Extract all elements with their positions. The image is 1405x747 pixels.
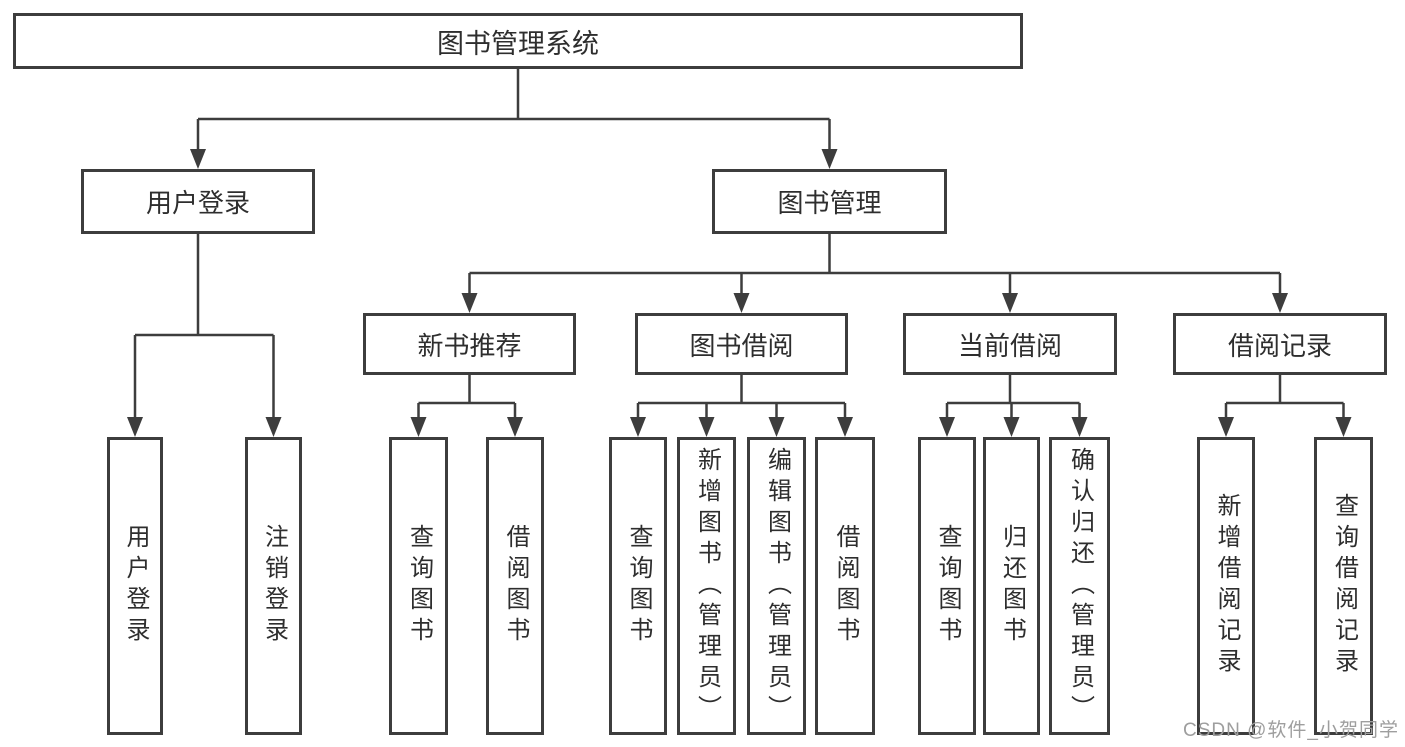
leaf-current-return-book: 归还图书: [983, 437, 1040, 735]
leaf-current-confirm-return-admin: 确认归还（管理员）: [1049, 437, 1110, 735]
node-book-management: 图书管理: [712, 169, 947, 234]
leaf-records-query-record: 查询借阅记录: [1314, 437, 1373, 735]
connector-root-to-level2: [196, 69, 831, 151]
leaf-label: 用户登录: [122, 524, 149, 648]
leaf-user-login: 用户登录: [107, 437, 163, 735]
node-current-borrowing: 当前借阅: [903, 313, 1117, 375]
connector-userlogin-to-leaves: [133, 234, 275, 419]
leaf-label: 编辑图书（管理员）: [763, 446, 791, 726]
node-user-login: 用户登录: [81, 169, 315, 234]
leaf-borrow-add-book-admin: 新增图书（管理员）: [677, 437, 736, 735]
node-book-borrowing: 图书借阅: [635, 313, 848, 375]
connector-currentborrow-to-leaves: [945, 375, 1081, 419]
node-library-management-system: 图书管理系统: [13, 13, 1023, 69]
leaf-label: 查询图书: [405, 524, 433, 648]
leaf-current-query-book: 查询图书: [918, 437, 976, 735]
leaf-borrow-borrow-book: 借阅图书: [815, 437, 875, 735]
connector-bookborrow-to-leaves: [636, 375, 847, 419]
watermark: CSDN @软件_小贺同学: [1183, 720, 1399, 741]
leaf-label: 查询图书: [625, 524, 652, 648]
node-label: 用户登录: [145, 188, 250, 218]
leaf-label: 借阅图书: [832, 524, 859, 648]
leaf-borrow-query-book: 查询图书: [609, 437, 667, 735]
leaf-label: 确认归还（管理员）: [1066, 446, 1094, 726]
leaf-logout: 注销登录: [245, 437, 302, 735]
leaf-label: 新增借阅记录: [1213, 493, 1240, 679]
leaf-label: 归还图书: [998, 524, 1026, 648]
leaf-records-add-record: 新增借阅记录: [1197, 437, 1255, 735]
leaf-borrow-edit-book-admin: 编辑图书（管理员）: [747, 437, 806, 735]
node-label: 借阅记录: [1227, 330, 1332, 361]
leaf-label: 查询图书: [934, 524, 961, 648]
node-label: 当前借阅: [957, 330, 1062, 361]
node-label: 图书借阅: [689, 330, 794, 361]
node-label: 图书管理: [777, 188, 882, 218]
connector-bookmgmt-to-level3: [468, 234, 1282, 295]
leaf-newbook-borrow-book: 借阅图书: [486, 437, 544, 735]
node-new-book-recommendation: 新书推荐: [363, 313, 576, 375]
leaf-label: 注销登录: [260, 524, 288, 648]
node-label: 新书推荐: [417, 330, 522, 361]
connector-records-to-leaves: [1224, 375, 1345, 419]
node-label: 图书管理系统: [437, 28, 599, 59]
leaf-label: 查询借阅记录: [1330, 493, 1358, 679]
connector-newbook-to-leaves: [417, 375, 517, 419]
leaf-newbook-query-book: 查询图书: [389, 437, 448, 735]
arrowhead-icons: [127, 149, 1352, 437]
leaf-label: 新增图书（管理员）: [693, 446, 721, 726]
node-borrowing-records: 借阅记录: [1173, 313, 1387, 375]
leaf-label: 借阅图书: [502, 524, 529, 648]
